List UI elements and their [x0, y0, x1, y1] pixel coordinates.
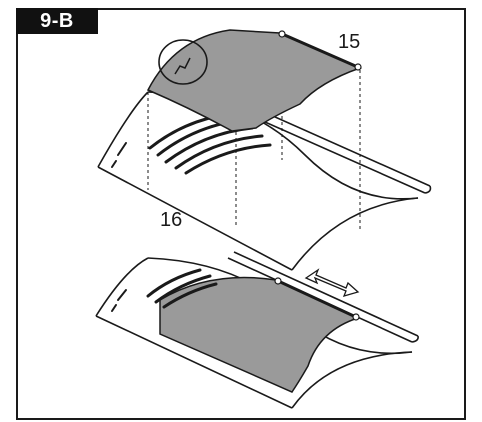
bottom-vent-slots — [111, 268, 218, 312]
bottom-panel-installed — [159, 276, 361, 393]
top-panel-15 — [146, 29, 363, 132]
part-label-16: 16 — [160, 209, 182, 231]
slide-direction-arrow — [304, 268, 360, 297]
step-badge: 9-B — [16, 8, 98, 34]
part-label-15: 15 — [338, 31, 360, 53]
alignment-lines — [147, 70, 361, 230]
